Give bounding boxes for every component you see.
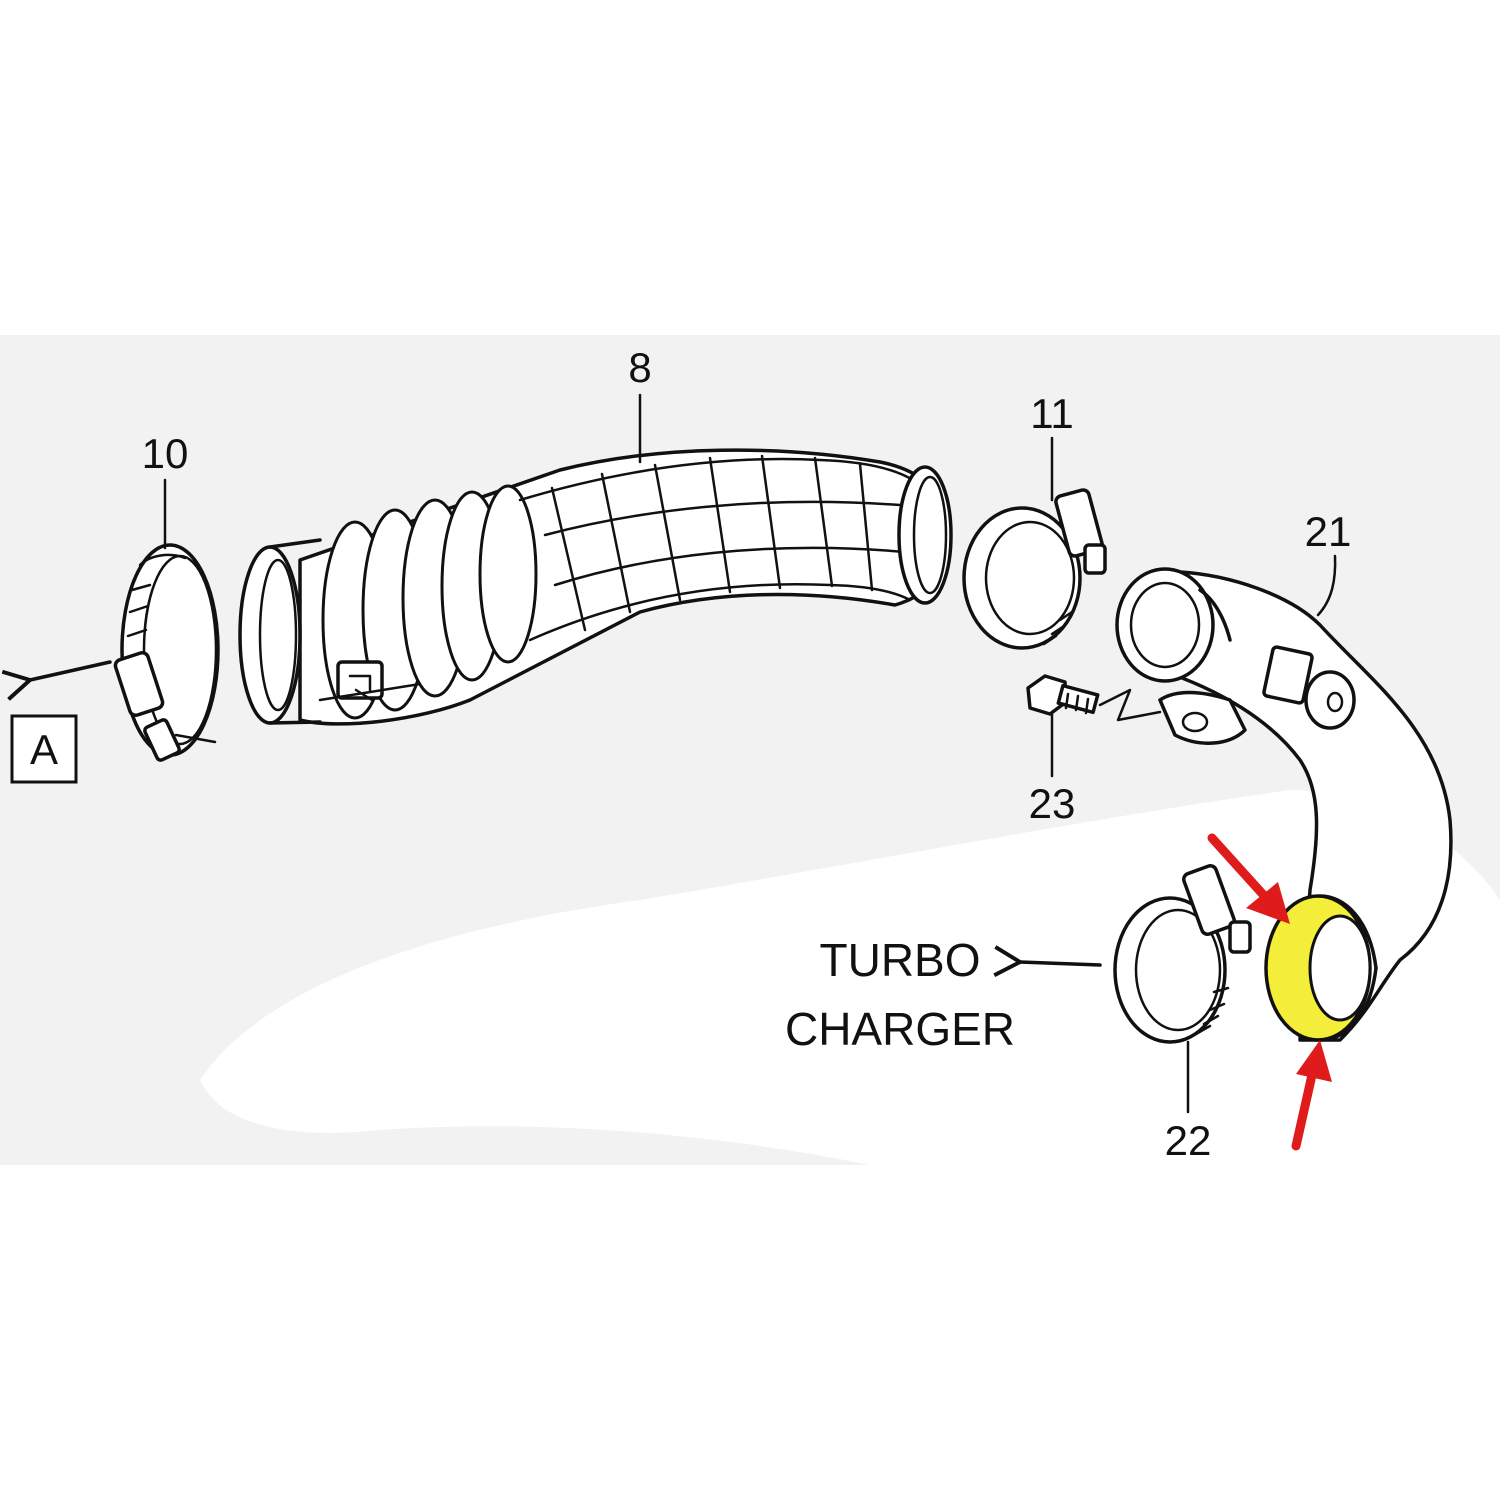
callout-11: 11 [1030,390,1074,437]
svg-text:A: A [30,726,58,773]
hose-clamp-22 [1113,864,1252,1044]
red-arrow-upper [1207,833,1290,924]
callout-10: 10 [142,430,189,477]
callout-22: 22 [1165,1117,1212,1164]
highlighted-seal-ring [1264,894,1378,1042]
intake-hose-8 [238,448,953,726]
hose-clamp-10 [113,543,220,762]
reference-box-A: A [10,714,78,784]
turbo-label-line2: CHARGER [785,1003,1015,1055]
arrow-to-A [30,660,112,680]
red-arrow-lower [1291,1040,1332,1151]
leader-21 [1316,554,1337,617]
callout-8: 8 [628,344,651,391]
bolt-23 [1026,674,1100,716]
turbo-label-line1: TURBO [820,934,981,986]
intake-pipe-21 [1098,567,1453,1042]
callout-21: 21 [1305,508,1352,555]
callout-23: 23 [1029,780,1076,827]
hose-clamp-11 [962,488,1107,650]
panel-white-blob [200,790,1500,1165]
arrow-to-turbo [1020,962,1102,965]
